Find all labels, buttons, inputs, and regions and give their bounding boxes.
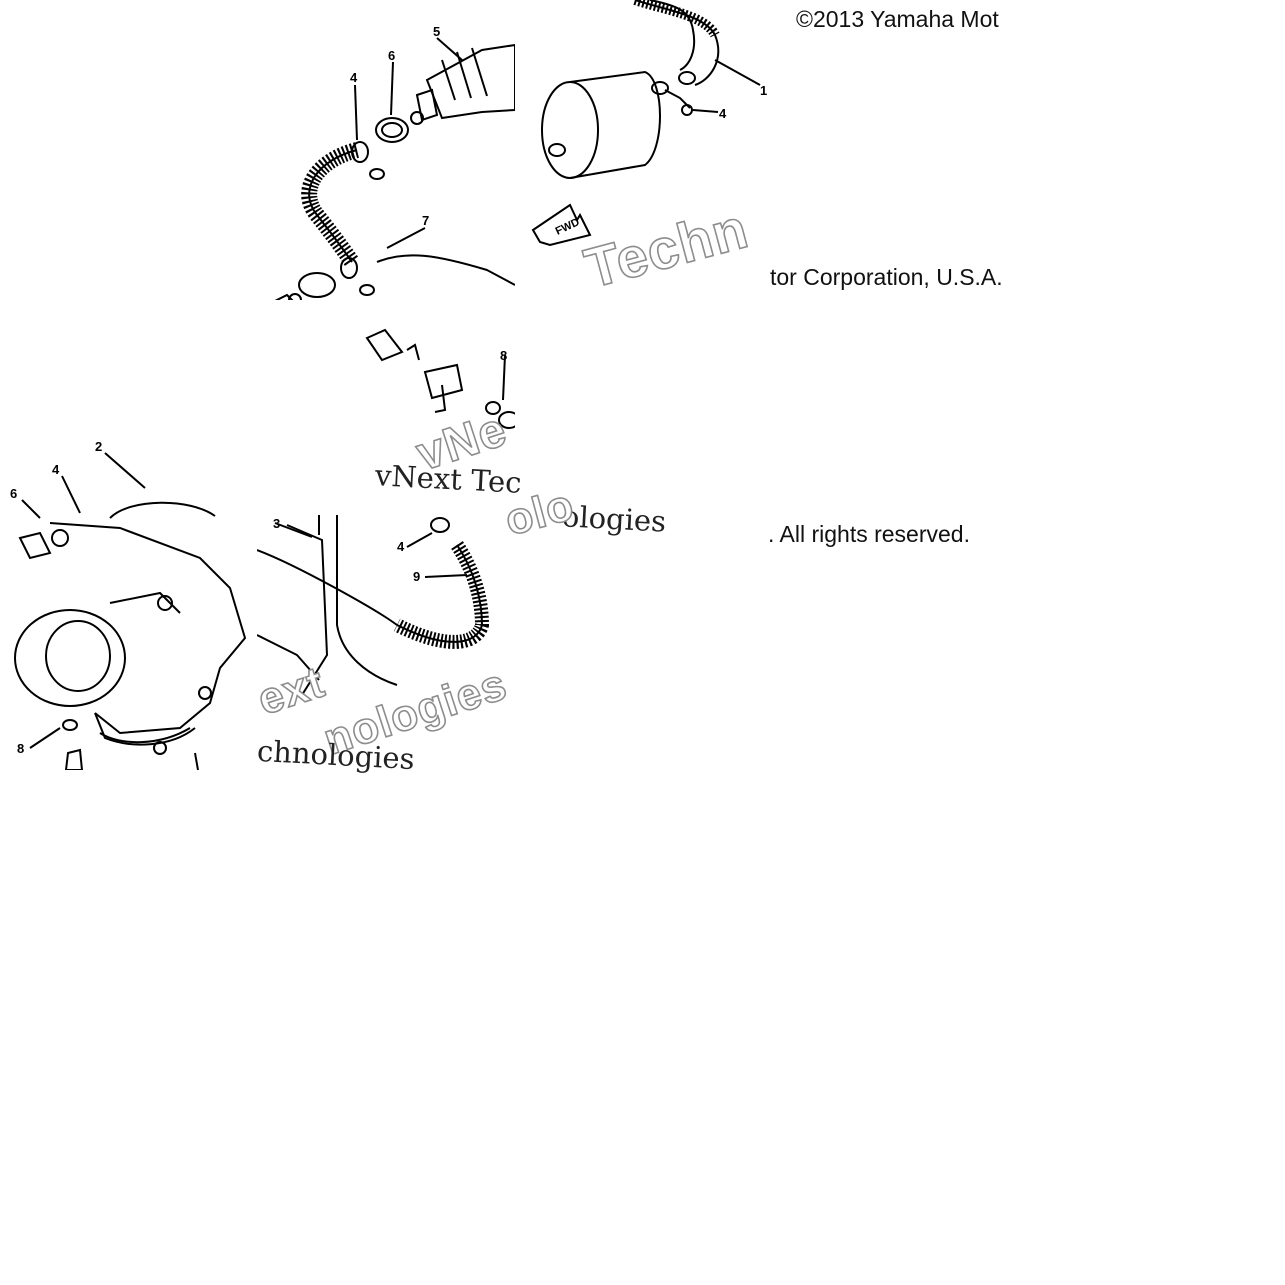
fwd-arrow — [531, 203, 592, 247]
callout-6: 6 — [388, 48, 395, 63]
callout-4-tank: 4 — [397, 539, 405, 554]
callout-6-carb: 6 — [10, 486, 17, 501]
hose-filter-drawing: 4 6 5 7 — [257, 24, 515, 355]
diagram-tile-hose-filter: 4 6 5 7 — [257, 0, 515, 355]
callout-8-carb: 8 — [17, 741, 24, 756]
callout-1: 1 — [760, 83, 767, 98]
fwd-label: FWD — [554, 216, 582, 237]
tank-hose-drawing: 3 4 9 — [257, 515, 490, 696]
callout-3: 3 — [273, 516, 280, 531]
callout-4-carb: 4 — [52, 462, 60, 477]
copyright-line-1: ©2013 Yamaha Mot — [796, 6, 999, 32]
callout-4b: 4 — [719, 106, 727, 121]
diagram-tile-tank-hose: 3 4 9 — [257, 515, 515, 770]
callout-8-top: 8 — [500, 348, 507, 363]
callout-5: 5 — [433, 24, 440, 39]
tee-fitting-drawing: 8 — [365, 328, 515, 429]
callout-4: 4 — [350, 70, 358, 85]
callout-7: 7 — [422, 213, 429, 228]
diagram-tile-fuel-filter: FWD 1 4 — [515, 0, 773, 300]
diagram-tile-carburetor: 2 4 6 8 — [0, 428, 257, 770]
callout-2: 2 — [95, 439, 102, 454]
copyright-line-2: tor Corporation, U.S.A. — [770, 264, 1003, 290]
fuel-filter-drawing: FWD 1 4 — [531, 0, 767, 247]
callout-9: 9 — [413, 569, 420, 584]
copyright-line-3: . All rights reserved. — [768, 521, 970, 547]
carburetor-drawing: 2 4 6 8 — [10, 439, 247, 770]
diagram-tile-tee-fitting: 8 — [257, 300, 515, 515]
